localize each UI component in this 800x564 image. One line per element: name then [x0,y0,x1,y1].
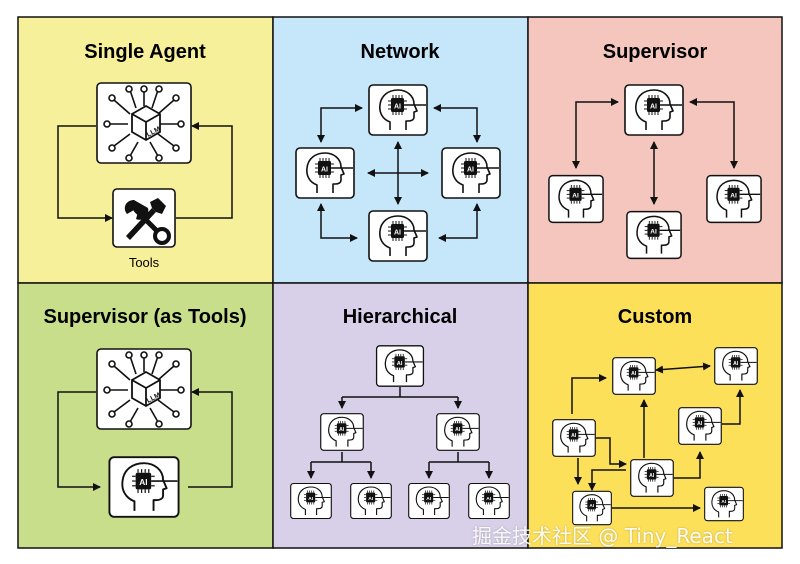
agent-icon [408,482,450,520]
supervisor-diagram [548,84,762,260]
llm-cube-icon [96,348,192,430]
agent-icon [368,210,428,262]
network-diagram [295,84,501,262]
supervisor-agent-icon [624,84,684,136]
watermark-text: 掘金技术社区 @ Tiny_React [472,524,733,548]
agent-icon [468,482,510,520]
agent-icon [678,407,722,445]
hierarchical-diagram [290,345,510,520]
title-custom: Custom [618,306,692,328]
title-network: Network [361,41,441,63]
agent-icon [368,84,428,136]
agent-icon [714,347,758,385]
title-supervisor-as-tools: Supervisor (as Tools) [43,306,246,328]
title-supervisor: Supervisor [603,41,708,63]
single-agent-diagram: Tools [57,82,233,270]
tools-label: Tools [129,255,160,270]
agent-icon [290,482,332,520]
agent-icon [552,419,596,457]
custom-diagram [552,347,758,526]
flow-llm-to-tools [57,125,113,222]
flow-tools-to-llm [176,122,233,219]
agent-icon [350,482,392,520]
agent-icon [612,357,656,395]
agent-icon [706,174,762,224]
agent-icon [320,413,364,451]
agent-icon [436,413,480,451]
agent-icon [375,345,425,387]
llm-cube-icon [96,82,192,164]
agent-icon [441,147,501,199]
agent-icon [704,486,744,522]
agent-icon [108,456,180,518]
agent-icon [295,147,355,199]
agent-icon [630,459,674,497]
title-hierarchical: Hierarchical [343,306,458,328]
tools-icon [113,189,175,247]
supervisor-as-tools-diagram [57,348,233,518]
agent-icon [626,210,682,260]
agent-icon [548,174,604,224]
title-single-agent: Single Agent [84,41,206,63]
